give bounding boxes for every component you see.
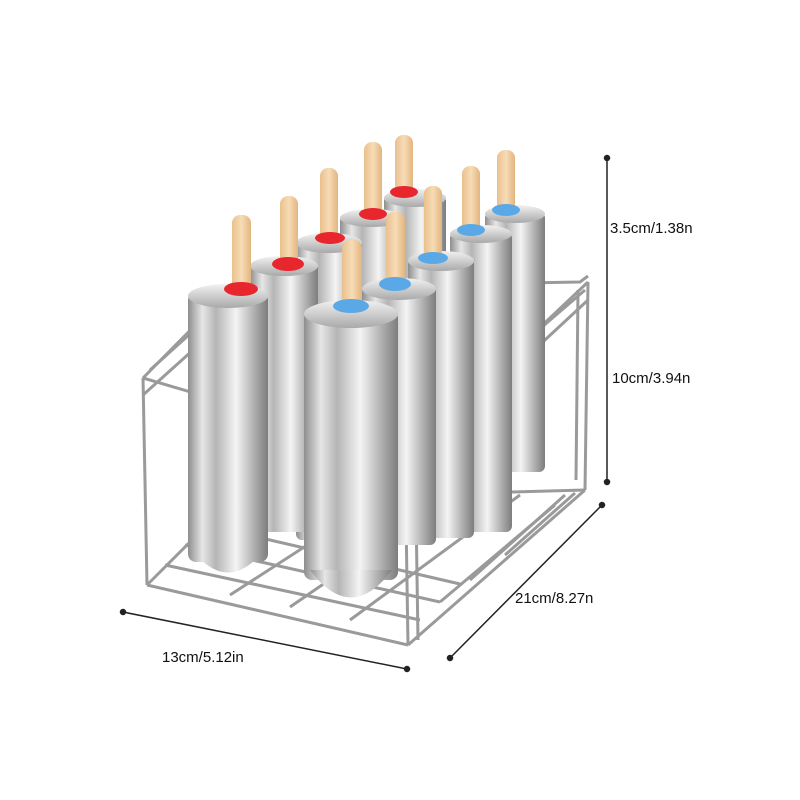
rack-width-label: 13cm/5.12in [162, 649, 244, 666]
length-dimension-line [449, 504, 603, 659]
dimension-lines [119, 154, 611, 673]
rack-length-label: 21cm/8.27n [515, 590, 594, 607]
width-dimension-line [122, 611, 408, 670]
mold-front-2 [304, 240, 398, 598]
lid-height-label: 3.5cm/1.38n [610, 220, 693, 237]
mold-front-1 [188, 215, 268, 573]
popsicle-molds [188, 135, 545, 598]
mold-height-label: 10cm/3.94n [612, 370, 691, 387]
